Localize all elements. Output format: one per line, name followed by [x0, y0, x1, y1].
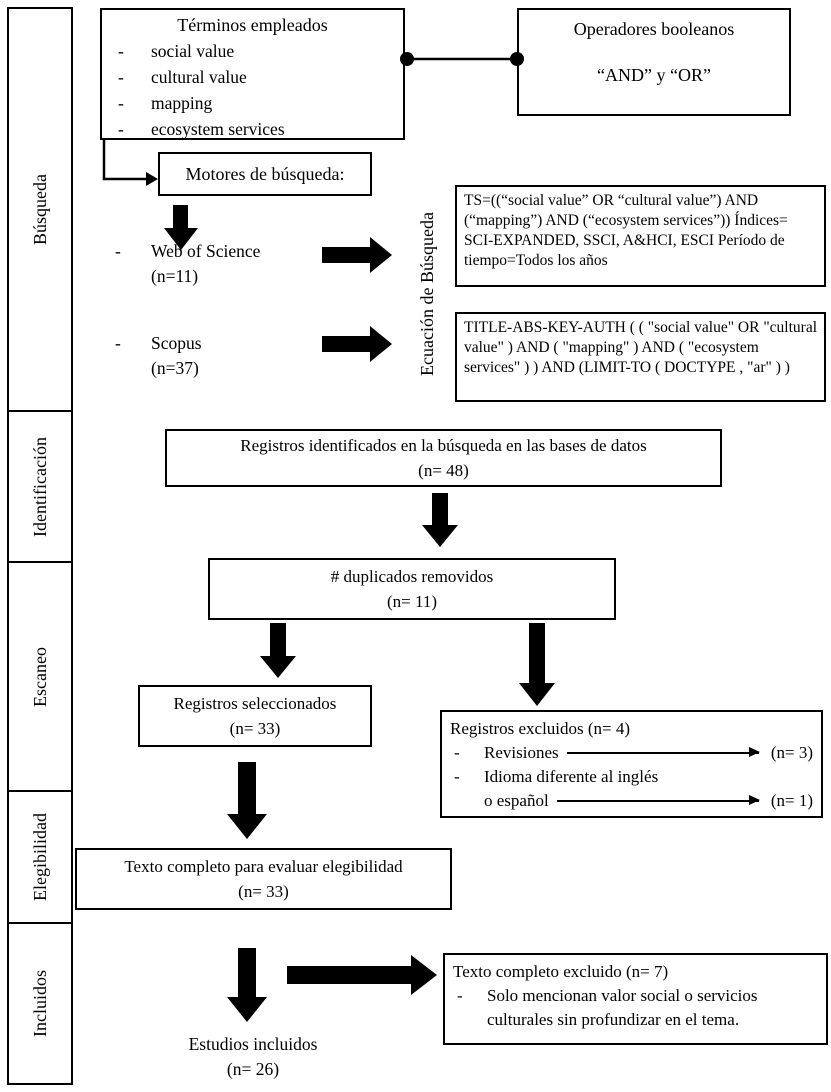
excluded-item-label: Idioma diferente al inglés	[484, 767, 659, 786]
bullet-dash: -	[118, 93, 124, 113]
records-identified-count: (n= 48)	[418, 461, 469, 480]
scopus-equation-arrow	[322, 326, 392, 362]
bullet-dash: -	[118, 41, 124, 61]
studies-included-count: (n= 26)	[226, 1059, 280, 1079]
engine-wos-text: Web of Science (n=11)	[151, 239, 260, 289]
bullet-dash: -	[118, 67, 124, 87]
engine-wos-name: Web of Science	[151, 241, 261, 261]
operators-box-value: “AND” y “OR”	[597, 65, 711, 85]
term-item: - cultural value	[102, 64, 403, 90]
records-selected-count: (n= 33)	[229, 719, 281, 738]
term-item-label: social value	[151, 41, 235, 61]
studies-included-line1: Estudios incluidos	[188, 1034, 318, 1054]
fulltext-eligibility-box: Texto completo para evaluar elegibilidad…	[75, 848, 452, 910]
engine-scopus-count: (n=37)	[151, 358, 199, 378]
engine-item-scopus: - Scopus (n=37)	[115, 331, 202, 381]
right-arrow-line	[556, 795, 760, 805]
stage-band-identificacion: Identificación	[7, 410, 73, 563]
fulltext-excluded-item: - Solo mencionan valor social o servicio…	[453, 984, 818, 1032]
fulltext-excluded-item-text: Solo mencionan valor social o servicios …	[487, 984, 758, 1032]
stage-band-busqueda: Búsqueda	[7, 7, 73, 412]
term-item-label: cultural value	[151, 67, 247, 87]
fulltext-eligibility-line1: Texto completo para evaluar elegibilidad	[124, 857, 403, 876]
stage-band-escaneo: Escaneo	[7, 561, 73, 792]
fulltext-excluded-title: Texto completo excluido (n= 7)	[453, 962, 669, 981]
term-item: - mapping	[102, 90, 403, 116]
scopus-equation-box: TITLE-ABS-KEY-AUTH ( ( "social value" OR…	[455, 312, 826, 402]
records-selected-box: Registros seleccionados (n= 33)	[138, 685, 372, 747]
excluded-item-label-cont: o español	[484, 791, 549, 810]
stage-label-identificacion: Identificación	[29, 436, 50, 537]
duplicates-removed-line1: # duplicados removidos	[330, 567, 494, 586]
selected-to-fulltext-arrow	[227, 762, 267, 839]
fulltext-excluded-item-line1: Solo mencionan valor social o servicios	[487, 986, 758, 1005]
bullet-dash: -	[115, 241, 121, 261]
fulltext-to-included-arrow	[227, 948, 267, 1022]
engines-box: Motores de búsqueda:	[158, 152, 372, 196]
excluded-item-label: Revisiones	[484, 743, 559, 762]
engine-scopus-name: Scopus	[151, 333, 202, 353]
bullet-dash: -	[457, 986, 463, 1005]
engine-scopus-text: Scopus (n=37)	[151, 331, 202, 381]
right-arrow-line	[566, 747, 761, 757]
identified-to-duplicates-arrow	[422, 493, 458, 547]
excluded-item-count: (n= 1)	[770, 791, 813, 810]
records-excluded-box: Registros excluidos (n= 4) - Revisiones …	[440, 710, 823, 818]
wos-equation-arrow	[322, 237, 392, 273]
terms-to-engines-arrow	[102, 140, 158, 186]
term-item-label: mapping	[151, 93, 213, 113]
records-identified-box: Registros identificados en la búsqueda e…	[165, 429, 722, 487]
records-selected-line1: Registros seleccionados	[173, 694, 337, 713]
stage-label-busqueda: Búsqueda	[29, 174, 50, 245]
terms-operators-connector	[400, 52, 524, 66]
fulltext-excluded-item-line2: culturales sin profundizar en el tema.	[487, 1010, 740, 1029]
operators-box-title: Operadores booleanos	[573, 19, 735, 39]
fulltext-excluded-box: Texto completo excluido (n= 7) - Solo me…	[443, 953, 828, 1045]
engine-item-wos: - Web of Science (n=11)	[115, 239, 260, 289]
excluded-item-idioma-cont: o español (n= 1)	[450, 789, 813, 813]
term-item-label: ecosystem services	[151, 119, 285, 139]
bullet-dash: -	[118, 119, 124, 139]
term-item: - ecosystem services	[102, 116, 403, 142]
stage-label-elegibilidad: Elegibilidad	[29, 813, 50, 901]
duplicates-removed-box: # duplicados removidos (n= 11)	[208, 558, 616, 620]
studies-included: Estudios incluidos (n= 26)	[148, 1032, 358, 1082]
bullet-dash: -	[454, 767, 460, 786]
fulltext-to-excluded-arrow	[287, 955, 437, 995]
duplicates-to-selected-arrow	[260, 623, 296, 678]
excluded-item-revisiones: - Revisiones (n= 3)	[450, 741, 813, 765]
term-item: - social value	[102, 38, 403, 64]
duplicates-removed-count: (n= 11)	[386, 592, 438, 611]
stage-band-incluidos: Incluidos	[7, 922, 73, 1085]
operators-box: Operadores booleanos “AND” y “OR”	[517, 8, 791, 116]
equation-label-wrap: Ecuación de Búsqueda	[409, 193, 445, 395]
bullet-dash: -	[115, 333, 121, 353]
stage-label-incluidos: Incluidos	[29, 970, 50, 1037]
duplicates-to-excluded-arrow	[519, 623, 555, 706]
excluded-item-idioma: - Idioma diferente al inglés	[450, 765, 813, 789]
engine-wos-count: (n=11)	[151, 266, 199, 286]
equation-label: Ecuación de Búsqueda	[416, 212, 437, 376]
terms-box-title: Términos empleados	[177, 15, 328, 35]
bullet-dash: -	[454, 743, 460, 762]
records-identified-line1: Registros identificados en la búsqueda e…	[240, 436, 647, 455]
records-excluded-title: Registros excluidos (n= 4)	[450, 719, 631, 738]
wos-equation-box: TS=((“social value” OR “cultural value”)…	[455, 185, 826, 287]
terms-box: Términos empleados - social value - cult…	[100, 8, 405, 140]
fulltext-eligibility-count: (n= 33)	[238, 882, 289, 901]
excluded-item-count: (n= 3)	[770, 743, 813, 762]
stage-label-escaneo: Escaneo	[29, 646, 50, 707]
stage-band-elegibilidad: Elegibilidad	[7, 790, 73, 924]
engines-box-title: Motores de búsqueda:	[185, 164, 345, 184]
